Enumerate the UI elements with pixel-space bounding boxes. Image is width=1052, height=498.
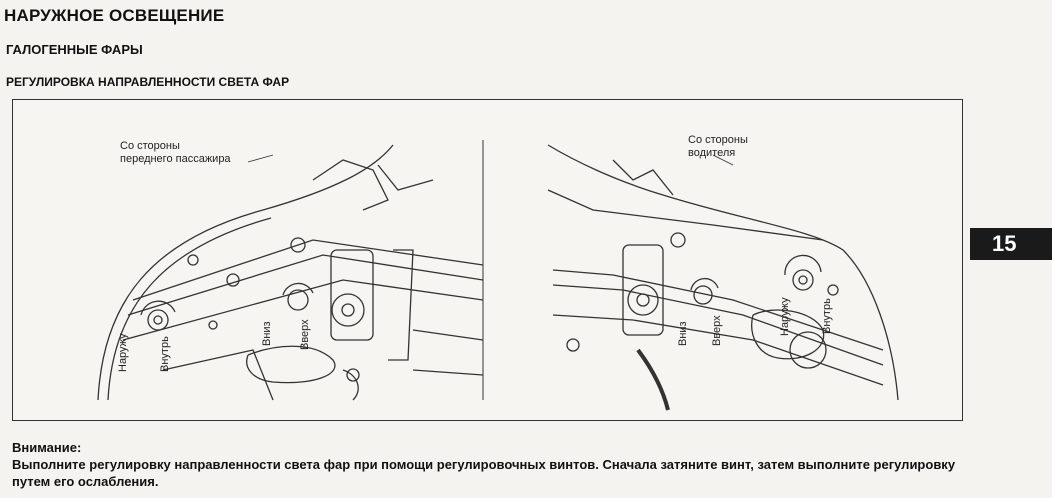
note-text: Выполните регулировку направленности све… <box>12 457 956 489</box>
right-outward-label: Наружу <box>779 297 791 336</box>
section-title: РЕГУЛИРОВКА НАПРАВЛЕННОСТИ СВЕТА ФАР <box>6 75 290 89</box>
page-subtitle: ГАЛОГЕННЫЕ ФАРЫ <box>6 42 143 57</box>
right-inward-label: Внутрь <box>821 298 833 334</box>
page-title: НАРУЖНОЕ ОСВЕЩЕНИЕ <box>4 6 225 25</box>
chapter-badge: 15 <box>970 228 1052 260</box>
right-up-label: Вверх <box>711 315 723 346</box>
headlight-adjustment-figure: Со стороны переднего пассажира Наружу Вн… <box>12 99 963 421</box>
right-down-label: Вниз <box>677 321 689 346</box>
left-up-label: Вверх <box>299 319 311 350</box>
left-inward-label: Внутрь <box>159 336 171 372</box>
left-caption: Со стороны переднего пассажира <box>120 140 231 165</box>
left-down-label: Вниз <box>261 321 273 346</box>
left-outward-label: Наружу <box>117 333 129 372</box>
right-caption: Со стороны водителя <box>688 134 748 159</box>
figure-drawing <box>97 140 899 411</box>
note-title: Внимание: <box>12 440 82 455</box>
